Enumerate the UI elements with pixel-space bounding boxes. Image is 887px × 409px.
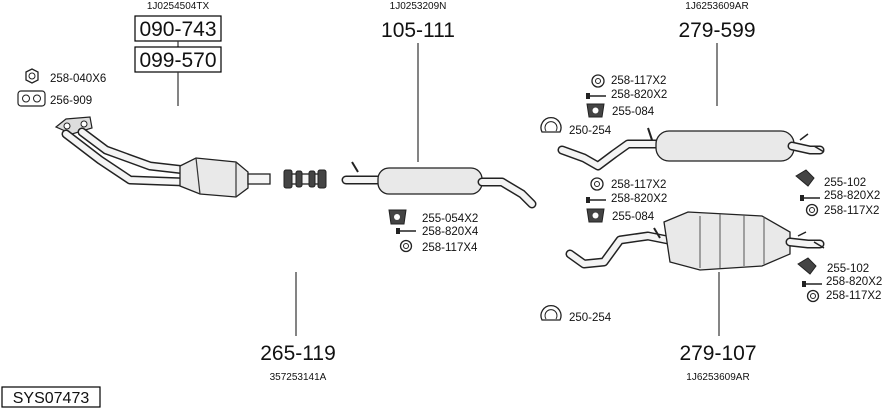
accessory-ring-tr2: 258-117X2 (824, 205, 879, 217)
accessory-hanger-br: 255-102 (827, 263, 869, 275)
hanger-icon (795, 169, 815, 187)
ring-icon (805, 203, 819, 217)
accessory-clamp-tr: 255-084 (612, 106, 655, 118)
band-icon (540, 304, 562, 321)
catalyst-b-box (134, 46, 222, 73)
accessory-band-br: 250-254 (569, 312, 612, 324)
system-id-box (1, 386, 101, 408)
bolt-icon (586, 93, 606, 99)
oe-code-bottom-right: 1J6253609AR (686, 372, 749, 383)
clamp-icon (388, 209, 407, 225)
band-icon (540, 116, 562, 133)
middle-silencer (341, 161, 537, 209)
hanger-icon (797, 257, 817, 275)
rear-silencer-bottom (565, 211, 825, 271)
accessory-bolt-mid: 258-820X4 (422, 226, 479, 238)
part-number-catalyst-b: 099-570 (139, 49, 216, 72)
bolt-icon (800, 195, 820, 201)
accessory-bolt-br: 258-820X2 (611, 193, 667, 205)
ring-icon (399, 239, 413, 253)
accessory-ring-br: 258-117X2 (611, 179, 666, 191)
accessory-ring-tr: 258-117X2 (611, 75, 666, 87)
accessory-clamp-mid: 255-054X2 (422, 213, 478, 225)
accessory-nut: 258-040X6 (50, 73, 106, 85)
accessory-bolt-br2: 258-820X2 (826, 276, 882, 288)
catalyst-a-box (134, 15, 222, 42)
accessory-bolt-tr2: 258-820X2 (824, 190, 880, 202)
system-id: SYS07473 (13, 390, 90, 407)
part-number-rear-silencer-top: 279-599 (678, 19, 755, 42)
accessory-clamp-br: 255-084 (612, 211, 655, 223)
oe-code-bottom-mid: 357253141A (270, 372, 327, 383)
clamp-icon (586, 208, 605, 223)
bolt-icon (586, 197, 606, 203)
part-number-front-pipe: 265-119 (260, 342, 336, 365)
oe-code-top-mid: 1J0253209N (390, 1, 447, 12)
ring-icon (591, 74, 605, 88)
accessory-hanger-tr: 255-102 (824, 177, 866, 189)
accessory-gasket: 256-909 (50, 95, 92, 107)
nut-icon (25, 68, 39, 84)
ring-icon (806, 289, 820, 303)
accessory-ring-br2: 258-117X2 (826, 290, 881, 302)
oe-code-top-left: 1J0254504TX (147, 1, 210, 12)
bolt-icon (396, 228, 416, 234)
part-number-rear-silencer-bottom: 279-107 (679, 342, 756, 365)
bolt-icon (802, 281, 822, 287)
rear-silencer-top (557, 127, 825, 171)
accessory-band-tr: 250-254 (569, 125, 612, 137)
part-number-catalyst-a: 090-743 (139, 18, 216, 41)
part-number-middle-silencer: 105-111 (381, 19, 455, 42)
clamp-icon (586, 103, 605, 118)
oe-code-top-right: 1J6253609AR (685, 1, 748, 12)
accessory-bolt-tr: 258-820X2 (611, 89, 667, 101)
accessory-ring-mid: 258-117X4 (422, 242, 478, 254)
catalyst-assembly (54, 116, 271, 198)
gasket-icon (17, 90, 46, 107)
front-pipe (283, 169, 327, 189)
ring-icon (590, 177, 604, 191)
